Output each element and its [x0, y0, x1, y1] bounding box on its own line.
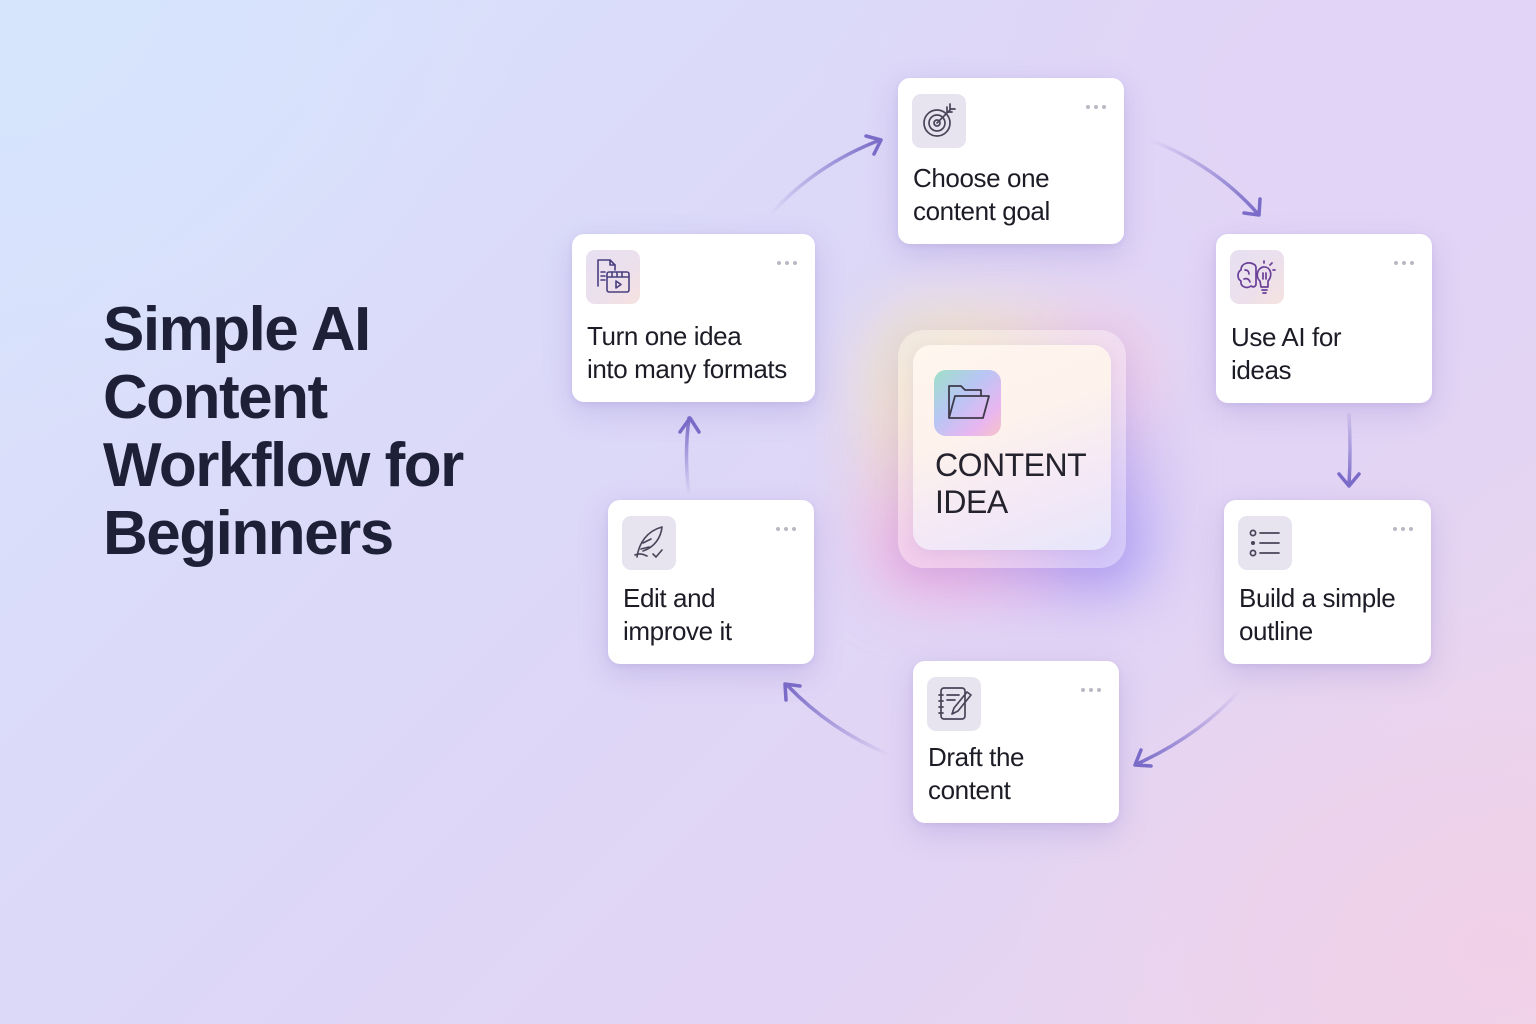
step-label: Choose one content goal	[913, 162, 1118, 228]
title-line: Beginners	[103, 499, 394, 568]
arrow-goal-to-ai	[1148, 138, 1262, 217]
center-label-line: IDEA	[935, 484, 1008, 520]
step-card-many-formats[interactable]: Turn one idea into many formats	[572, 234, 815, 402]
step-label: Edit and improve it	[623, 582, 808, 648]
quill-check-icon	[622, 516, 676, 570]
step-label: Build a simple outline	[1239, 582, 1425, 648]
page-title: Simple AI Content Workflow for Beginners	[103, 296, 523, 568]
more-options-button[interactable]	[1393, 526, 1413, 532]
step-label-line: Turn one idea	[587, 321, 742, 351]
target-icon	[912, 94, 966, 148]
step-label-line: Use AI for	[1231, 322, 1342, 352]
arrow-draft-to-edit	[783, 682, 892, 757]
step-label-line: Choose one	[913, 163, 1050, 193]
step-label-line: Draft the	[928, 742, 1025, 772]
title-line: Content	[103, 363, 328, 432]
title-line: Simple AI	[103, 295, 371, 364]
step-card-edit-improve[interactable]: Edit and improve it	[608, 500, 814, 664]
step-label-line: ideas	[1231, 355, 1292, 385]
arrow-edit-to-formats	[678, 416, 701, 497]
document-video-icon	[586, 250, 640, 304]
notebook-pen-icon	[927, 677, 981, 731]
more-options-button[interactable]	[1086, 104, 1106, 110]
step-label: Use AI for ideas	[1231, 321, 1426, 387]
center-node-label: CONTENT IDEA	[935, 447, 1087, 521]
step-label-line: Build a simple	[1239, 583, 1396, 613]
more-options-button[interactable]	[777, 260, 797, 266]
step-label-line: content goal	[913, 196, 1050, 226]
center-label-line: CONTENT	[935, 447, 1087, 483]
step-card-build-outline[interactable]: Build a simple outline	[1224, 500, 1431, 664]
more-options-button[interactable]	[776, 526, 796, 532]
brain-lightbulb-icon	[1230, 250, 1284, 304]
step-card-use-ai[interactable]: Use AI for ideas	[1216, 234, 1432, 403]
arrow-outline-to-draft	[1133, 688, 1242, 768]
title-line: Workflow for	[103, 431, 464, 500]
step-label-line: into many formats	[587, 354, 787, 384]
more-options-button[interactable]	[1394, 260, 1414, 266]
arrow-formats-to-goal	[768, 134, 883, 217]
step-label: Draft the content	[928, 741, 1113, 807]
step-label-line: Edit and	[623, 583, 716, 613]
step-label-line: improve it	[623, 616, 732, 646]
step-label-line: outline	[1239, 616, 1313, 646]
more-options-button[interactable]	[1081, 687, 1101, 693]
step-label-line: content	[928, 775, 1011, 805]
center-node-content-idea[interactable]: CONTENT IDEA	[913, 345, 1111, 550]
arrow-ai-to-outline	[1337, 413, 1361, 488]
folder-icon	[934, 370, 1001, 436]
list-icon	[1238, 516, 1292, 570]
step-label: Turn one idea into many formats	[587, 320, 809, 386]
step-card-choose-goal[interactable]: Choose one content goal	[898, 78, 1124, 244]
step-card-draft-content[interactable]: Draft the content	[913, 661, 1119, 823]
